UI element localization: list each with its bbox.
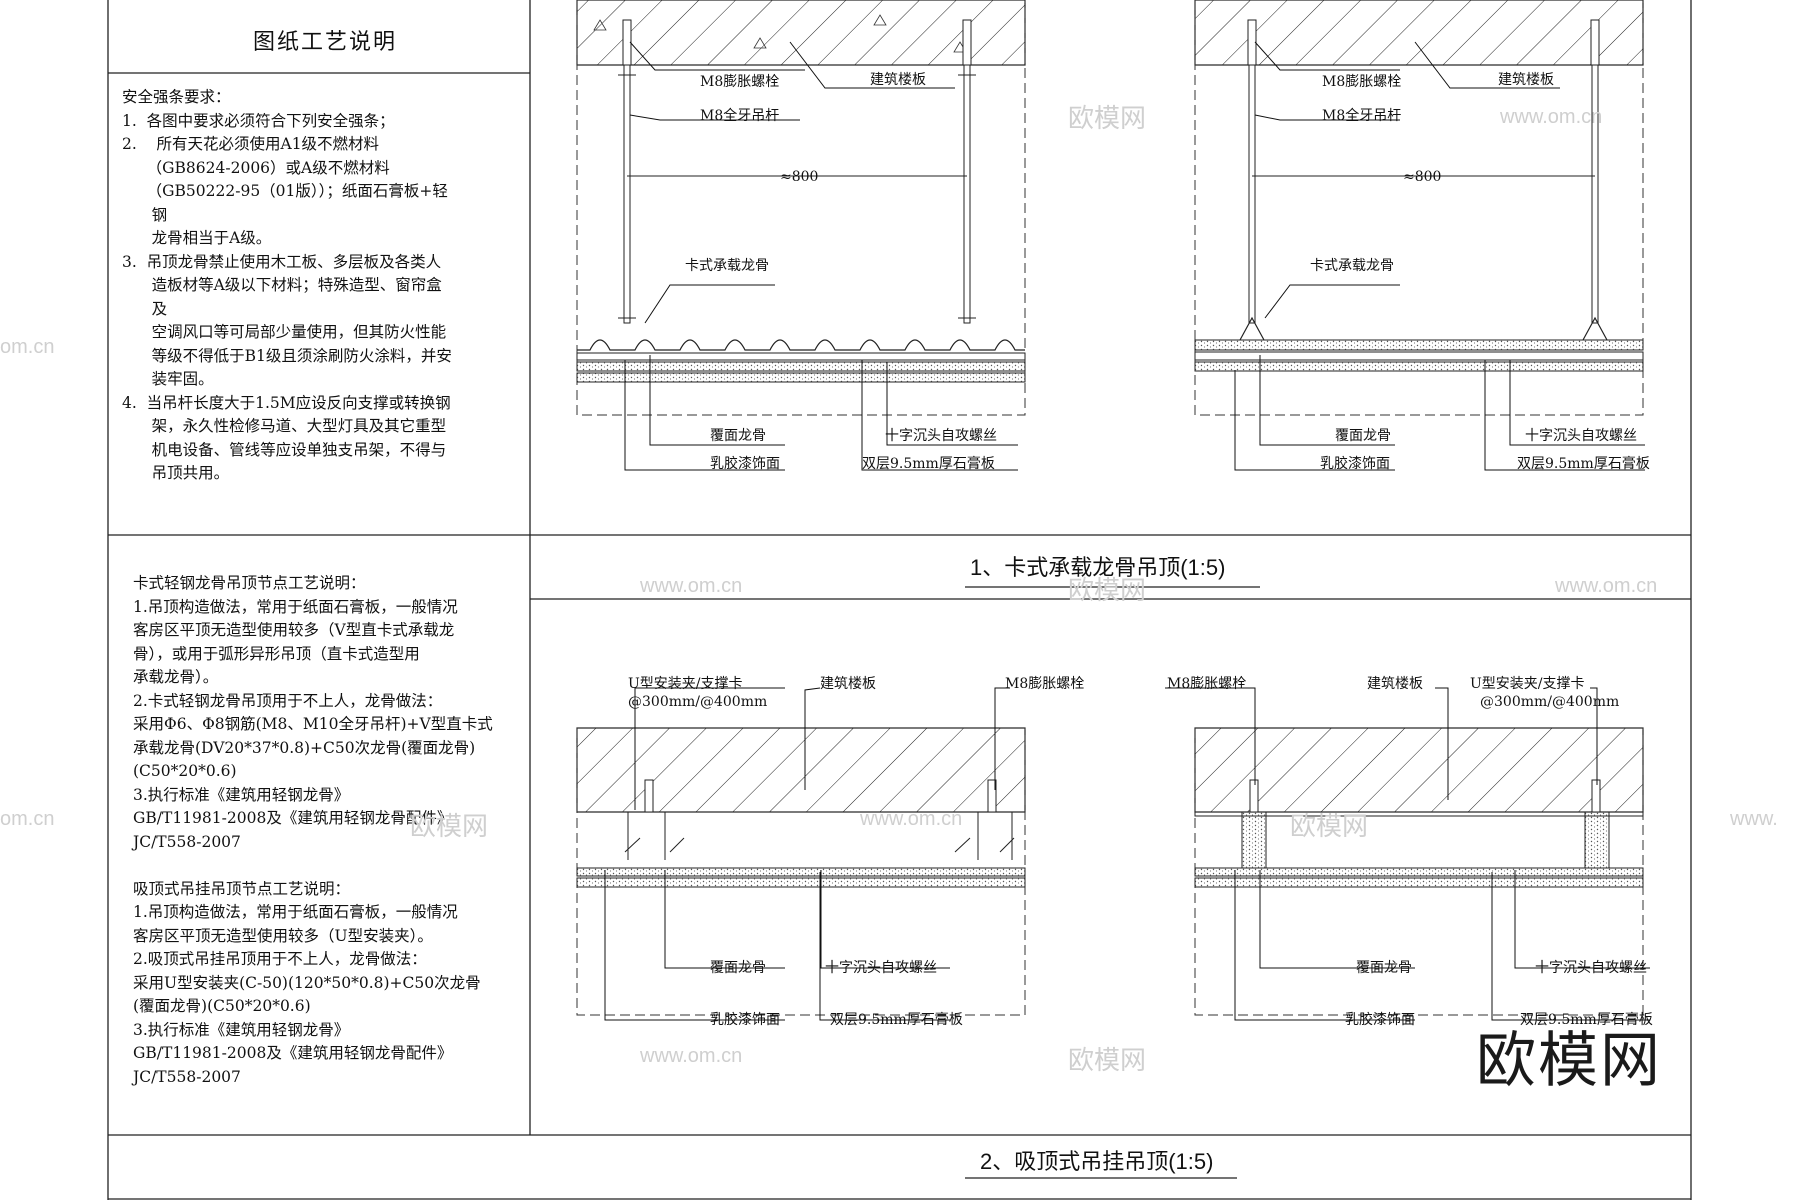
safety-note-line: （GB8624-2006）或A级不燃材料 (122, 158, 390, 177)
watermark-brand: 欧模网 (1290, 811, 1369, 841)
clip-spacing-label: @300mm/@400mm (628, 694, 767, 710)
paint-label: 乳胶漆饰面 (710, 1011, 780, 1028)
watermark-site: www. (1730, 808, 1778, 830)
watermark-site: www.om.cn (1500, 106, 1603, 128)
diagram1-title: 1、卡式承载龙骨吊顶(1:5) (970, 555, 1226, 580)
process-note-line: 1.吊顶构造做法，常用于纸面石膏板，一般情况 (133, 903, 458, 921)
slab-label: 建筑楼板 (1498, 72, 1554, 88)
safety-note-line: 造板材等A级以下材料；特殊造型、窗帘盒 (122, 276, 442, 294)
process-note-line: JC/T558-2007 (133, 832, 241, 851)
watermark-brand: 欧模网 (1068, 575, 1147, 605)
bolt-label: M8膨胀螺栓 (1005, 675, 1084, 692)
safety-note-line: 等级不得低于B1级且须涂刷防火涂料，并安 (122, 346, 452, 365)
screw-label: 十字沉头自攻螺丝 (1525, 428, 1637, 444)
paint-label: 乳胶漆饰面 (1345, 1011, 1415, 1028)
process-note-line: 承载龙骨）。 (133, 668, 219, 686)
brand-watermark-large: 欧模网 (1476, 1027, 1662, 1094)
board-label: 双层9.5mm厚石膏板 (830, 1011, 963, 1028)
process-notes: 卡式轻钢龙骨吊顶节点工艺说明： 1.吊顶构造做法，常用于纸面石膏板，一般情况客房区… (133, 572, 533, 1089)
furring-label: 覆面龙骨 (1335, 428, 1391, 444)
slab-label: 建筑楼板 (870, 72, 926, 88)
diagram2-left-section (576, 687, 1026, 1021)
process-note-line: 吸顶式吊挂吊顶节点工艺说明： (133, 879, 351, 898)
process-note-line: (C50*20*0.6) (133, 762, 237, 780)
safety-note-line: 架，永久性检修马道、大型灯具及其它重型 (122, 417, 447, 435)
clip-spacing-label: @300mm/@400mm (1480, 694, 1619, 710)
safety-note-line: 3. 吊顶龙骨禁止使用木工板、多层板及各类人 (122, 252, 442, 271)
safety-note-line: 机电设备、管线等应设单独支吊架，不得与 (122, 440, 447, 459)
safety-notes: 安全强条要求： 1. 各图中要求必须符合下列安全强条； 2. 所有天花必须使用A1级… (122, 86, 522, 486)
paint-label: 乳胶漆饰面 (1320, 455, 1390, 472)
carrier-label: 卡式承载龙骨 (1310, 258, 1394, 274)
process-note-line: 1.吊顶构造做法，常用于纸面石膏板，一般情况 (133, 597, 458, 616)
process-note-line: 3.执行标准《建筑用轻钢龙骨》 (133, 785, 350, 804)
board-label: 双层9.5mm厚石膏板 (862, 455, 995, 472)
safety-note-line: 吊顶共用。 (122, 464, 230, 482)
process-note-line: 承载龙骨(DV20*37*0.8)+C50次龙骨(覆面龙骨) (133, 738, 476, 757)
carrier-label: 卡式承载龙骨 (685, 258, 769, 274)
watermark-site: om.cn (0, 336, 55, 358)
process-note-line: 3.执行标准《建筑用轻钢龙骨》 (133, 1020, 350, 1039)
diagram1-left-section (576, 0, 1026, 471)
spacing-dimension: ≈800 (780, 169, 818, 185)
process-note-line (133, 854, 533, 878)
process-note-line: 客房区平顶无造型使用较多（U型安装夹）。 (133, 926, 433, 945)
safety-note-line: 4. 当吊杆长度大于1.5M应设反向支撑或转换钢 (122, 393, 451, 412)
paint-label: 乳胶漆饰面 (710, 455, 780, 472)
watermark-site: www.om.cn (1555, 575, 1658, 597)
board-label: 双层9.5mm厚石膏板 (1520, 1011, 1653, 1028)
clip-label: U型安装夹/支撑卡 (1470, 676, 1585, 692)
process-note-line: GB/T11981-2008及《建筑用轻钢龙骨配件》 (133, 809, 453, 827)
rod-label: M8全牙吊杆 (700, 107, 779, 124)
slab-label: 建筑楼板 (1367, 676, 1423, 692)
spacing-dimension: ≈800 (1403, 169, 1441, 185)
furring-label: 覆面龙骨 (1356, 960, 1412, 976)
safety-note-line: （GB50222-95（01版））；纸面石膏板+轻 (122, 182, 448, 200)
safety-note-line: 装牢固。 (122, 370, 214, 388)
watermark-site: www.om.cn (640, 575, 743, 597)
watermark-site: om.cn (0, 808, 55, 830)
safety-note-line: 1. 各图中要求必须符合下列安全强条； (122, 111, 395, 130)
safety-note-line: 及 (122, 299, 168, 318)
safety-note-line: 龙骨相当于A级。 (122, 229, 272, 247)
slab-label: 建筑楼板 (820, 676, 876, 692)
process-note-line: 骨），或用于弧形异形吊顶（直卡式造型用 (133, 644, 420, 663)
process-note-line: 客房区平顶无造型使用较多（V型直卡式承载龙 (133, 621, 455, 639)
screw-label: 十字沉头自攻螺丝 (825, 960, 937, 976)
diagram2-title: 2、吸顶式吊挂吊顶(1:5) (980, 1149, 1214, 1174)
board-label: 双层9.5mm厚石膏板 (1517, 455, 1650, 472)
furring-label: 覆面龙骨 (710, 428, 766, 444)
diagram2-right-section (1165, 687, 1650, 1021)
process-note-line: 采用Φ6、Φ8钢筋(M8、M10全牙吊杆)+V型直卡式 (133, 715, 493, 733)
furring-label: 覆面龙骨 (710, 960, 766, 976)
process-note-line: GB/T11981-2008及《建筑用轻钢龙骨配件》 (133, 1044, 453, 1062)
watermark-site: www.om.cn (640, 1045, 743, 1067)
watermark-brand: 欧模网 (1068, 1045, 1147, 1075)
safety-note-line: 空调风口等可局部少量使用，但其防火性能 (122, 323, 447, 341)
process-note-line: 2.卡式轻钢龙骨吊顶用于不上人，龙骨做法： (133, 691, 443, 710)
watermark-brand: 欧模网 (410, 811, 489, 841)
rod-label: M8全牙吊杆 (1322, 107, 1401, 124)
diagram1-right-section (1194, 0, 1645, 471)
bolt-label: M8膨胀螺栓 (1167, 675, 1246, 692)
safety-note-line: 2. 所有天花必须使用A1级不燃材料 (122, 135, 380, 153)
bolt-label: M8膨胀螺栓 (1322, 73, 1401, 90)
process-note-line: (覆面龙骨)(C50*20*0.6) (133, 997, 311, 1015)
notes-header-title: 图纸工艺说明 (253, 30, 398, 55)
process-note-line: 2.吸顶式吊挂吊顶用于不上人，龙骨做法： (133, 950, 427, 968)
watermark-brand: 欧模网 (1068, 103, 1147, 133)
safety-note-line: 钢 (122, 205, 168, 224)
safety-note-line: 安全强条要求： (122, 88, 231, 106)
screw-label: 十字沉头自攻螺丝 (885, 428, 997, 444)
process-note-line: JC/T558-2007 (133, 1067, 241, 1086)
screw-label: 十字沉头自攻螺丝 (1535, 960, 1647, 976)
clip-label: U型安装夹/支撑卡 (628, 676, 743, 692)
watermark-site: www.om.cn (860, 808, 963, 830)
process-note-line: 采用U型安装夹(C-50)(120*50*0.8)+C50次龙骨 (133, 973, 481, 992)
process-note-line: 卡式轻钢龙骨吊顶节点工艺说明： (133, 574, 366, 592)
bolt-label: M8膨胀螺栓 (700, 73, 779, 90)
